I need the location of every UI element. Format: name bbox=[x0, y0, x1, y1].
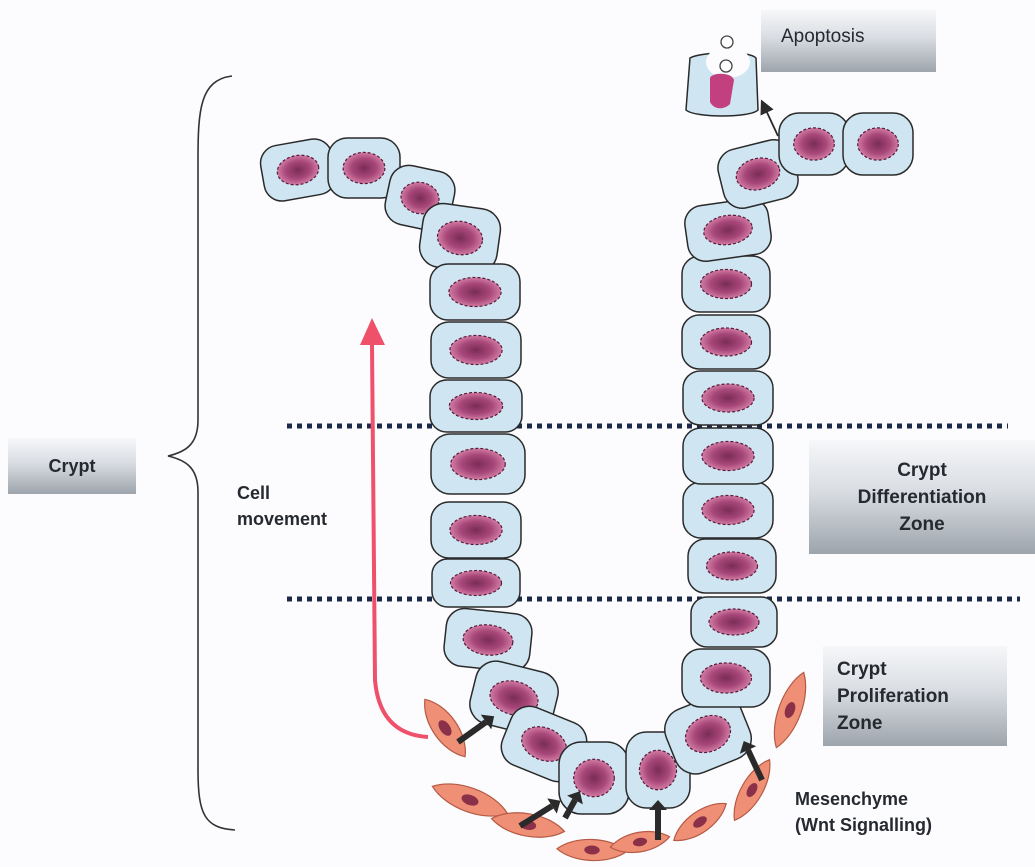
epithelial-cell bbox=[430, 264, 520, 320]
apoptosis-label-box: Apoptosis bbox=[761, 10, 936, 72]
epithelial-cell bbox=[843, 113, 913, 175]
nucleus bbox=[858, 128, 899, 160]
epithelial-cell bbox=[430, 380, 522, 432]
differentiation-zone-box: Crypt Differentiation Zone bbox=[809, 440, 1035, 554]
epithelial-cell bbox=[432, 559, 520, 607]
cell-movement-line-1: Cell bbox=[237, 480, 377, 506]
proliferation-zone-line-2: Proliferation bbox=[837, 683, 949, 710]
cell-movement-line-2: movement bbox=[237, 506, 377, 532]
cell-movement-arrowhead bbox=[360, 318, 385, 345]
proliferation-zone-box: Crypt Proliferation Zone bbox=[823, 646, 1007, 746]
nucleus bbox=[449, 277, 501, 306]
cell-movement-label: Cell movement bbox=[237, 480, 377, 532]
epithelial-cell bbox=[691, 597, 777, 647]
nucleus bbox=[702, 441, 754, 470]
apoptosis-label: Apoptosis bbox=[781, 26, 864, 48]
apoptosis-arrow bbox=[764, 106, 778, 136]
nucleus bbox=[700, 328, 751, 356]
nucleus bbox=[700, 663, 751, 693]
epithelial-cell bbox=[431, 502, 521, 558]
mesenchyme-line-2: (Wnt Signalling) bbox=[795, 812, 995, 838]
nucleus bbox=[451, 448, 506, 479]
nucleus bbox=[794, 128, 835, 160]
epithelial-cell bbox=[683, 482, 773, 538]
apoptotic-cell bbox=[686, 36, 758, 116]
nucleus bbox=[709, 609, 759, 635]
epithelial-cell bbox=[779, 113, 849, 175]
nucleus bbox=[639, 750, 676, 790]
apoptotic-body-icon bbox=[720, 60, 732, 72]
nucleus bbox=[449, 392, 502, 419]
epithelial-cell bbox=[559, 742, 629, 814]
epithelial-cell bbox=[688, 539, 776, 593]
epithelial-cell bbox=[682, 315, 770, 369]
crypt-label: Crypt bbox=[48, 455, 95, 477]
proliferation-zone-line-3: Zone bbox=[837, 710, 949, 737]
nucleus bbox=[706, 552, 757, 580]
epithelial-cell bbox=[683, 196, 774, 263]
cell-movement-arrow bbox=[372, 345, 428, 737]
epithelial-cell bbox=[431, 434, 525, 494]
epithelial-cell bbox=[683, 371, 773, 425]
epithelial-cell bbox=[682, 649, 770, 707]
proliferation-zone-line-1: Crypt bbox=[837, 656, 949, 683]
crypt-brace bbox=[168, 76, 235, 830]
mesenchyme-cell bbox=[415, 692, 475, 763]
nucleus bbox=[450, 515, 502, 544]
differentiation-zone-line-1: Crypt bbox=[858, 457, 987, 484]
epithelial-cell bbox=[683, 428, 773, 484]
nucleus bbox=[450, 335, 502, 364]
epithelial-cell bbox=[431, 322, 521, 378]
differentiation-zone-line-2: Differentiation bbox=[858, 484, 987, 511]
differentiation-zone-line-3: Zone bbox=[858, 511, 987, 538]
nucleus bbox=[343, 152, 385, 183]
nucleus bbox=[450, 571, 501, 596]
nucleus bbox=[700, 269, 751, 298]
apoptotic-body-icon bbox=[721, 36, 733, 48]
mesenchyme-label: Mesenchyme (Wnt Signalling) bbox=[795, 786, 995, 838]
epithelial-cell bbox=[258, 136, 339, 204]
nucleus bbox=[702, 495, 754, 524]
mesenchyme-line-1: Mesenchyme bbox=[795, 786, 995, 812]
epithelial-cell bbox=[682, 256, 770, 312]
nucleus bbox=[574, 759, 615, 796]
nucleus bbox=[702, 384, 754, 412]
mesenchyme-cell bbox=[766, 669, 815, 752]
crypt-label-box: Crypt bbox=[8, 438, 136, 494]
